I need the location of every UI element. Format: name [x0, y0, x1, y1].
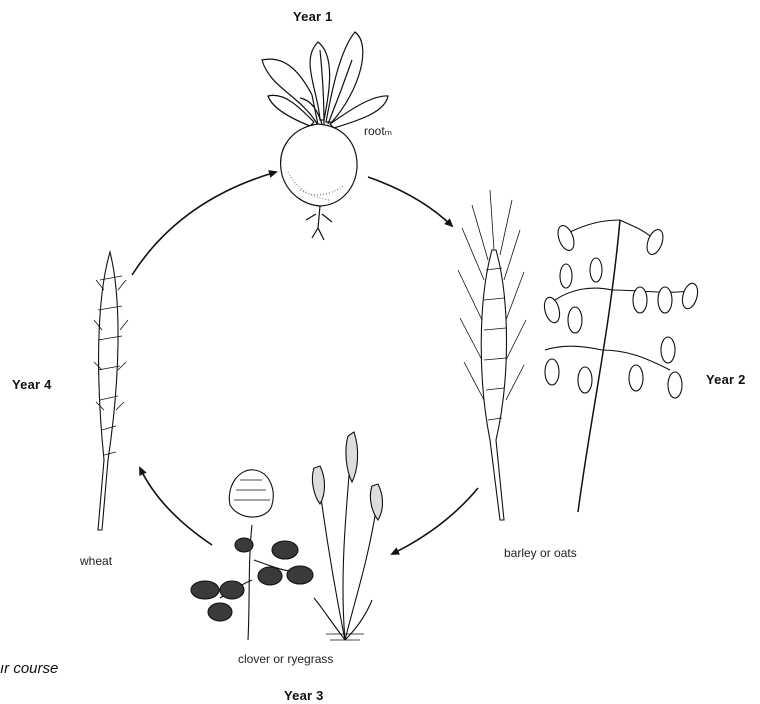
- oats-illustration: [542, 220, 700, 512]
- arrow-year3-to-year4: [140, 468, 212, 545]
- clover-illustration: [191, 470, 313, 640]
- clover-ryegrass-label: clover or ryegrass: [238, 652, 333, 666]
- arrow-year1-to-year2: [368, 177, 452, 226]
- arrow-year2-to-year3: [392, 488, 478, 554]
- ryegrass-illustration: [312, 432, 382, 640]
- wheat-illustration: [94, 252, 128, 530]
- rotation-arrows: [132, 172, 478, 554]
- wheat-label: wheat: [80, 554, 112, 568]
- barley-oats-label: barley or oats: [504, 546, 577, 560]
- year2-label: Year 2: [706, 372, 746, 387]
- year3-label: Year 3: [284, 688, 324, 703]
- arrow-year4-to-year1: [132, 172, 276, 275]
- year4-label: Year 4: [12, 377, 52, 392]
- year1-label: Year 1: [293, 9, 333, 24]
- caption-fragment: ır course: [0, 660, 58, 677]
- root-label: rootₘ: [364, 124, 392, 138]
- barley-illustration: [458, 190, 526, 520]
